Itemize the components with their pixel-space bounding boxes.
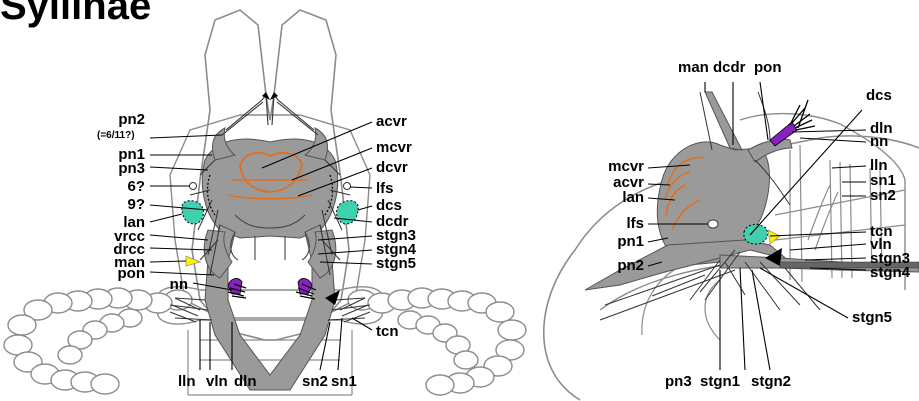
label-left-tcn: tcn [376,324,399,339]
label-right-stgn2: stgn2 [751,374,791,389]
label-left-lfs: lfs [376,181,394,196]
label-right-pon: pon [754,60,782,75]
label-right-lfs: lfs [580,216,644,231]
label-right-dcdr: dcdr [713,60,746,75]
label-right-pn2: pn2 [580,258,644,273]
label-left-dln: dln [234,374,257,389]
label-right-nn: nn [870,134,888,149]
label-left-nn: nn [138,277,188,292]
lateral-eye-cilia [790,100,815,130]
label-left-mcvr: mcvr [376,140,412,155]
label-right-dcs: dcs [866,88,892,103]
label-left-dcs: dcs [376,198,402,213]
label-right-acvr: acvr [580,175,644,190]
label-left-sn1: sn1 [331,374,357,389]
dorsal-view [4,10,526,395]
label-right-pn1: pn1 [580,234,644,249]
label-left-9q: 9? [95,197,145,212]
label-left-stgn5: stgn5 [376,256,416,271]
label-left-lln: lln [178,374,196,389]
label-left-acvr: acvr [376,114,407,129]
figure-title: Syllinae [0,0,151,29]
label-right-lln: lln [870,158,888,173]
label-left-6q: 6? [95,179,145,194]
label-left-pn2: pn2 [95,112,145,127]
label-right-sn2: sn2 [870,188,896,203]
lfs-right [344,183,351,190]
lateral-pon-process [748,139,792,162]
label-left-pn3: pn3 [95,161,145,176]
label-right-man: man [678,60,709,75]
lfs-left [190,183,197,190]
lateral-lfs [708,220,718,228]
left-cirrus [4,288,192,394]
lateral-arrow-yellow [768,230,780,244]
right-cirrus [348,288,526,395]
nuchal-organ-left [182,201,204,224]
lateral-nuchal-organ [744,225,768,244]
label-right-lan: lan [580,190,644,205]
label-left-vln: vln [206,374,228,389]
label-right-stgn4: stgn4 [870,265,910,280]
eye-right [298,279,312,294]
label-right-stgn1: stgn1 [700,374,740,389]
label-left-sn2: sn2 [302,374,328,389]
palp-base-marks [262,92,278,100]
label-right-stgn5: stgn5 [852,310,892,325]
label-right-sn1: sn1 [870,173,896,188]
label-left-dcvr: dcvr [376,160,408,175]
label-right-pn3: pn3 [665,374,692,389]
label-right-mcvr: mcvr [580,159,644,174]
label-left-pn2-note: (=6/11?) [97,131,135,141]
